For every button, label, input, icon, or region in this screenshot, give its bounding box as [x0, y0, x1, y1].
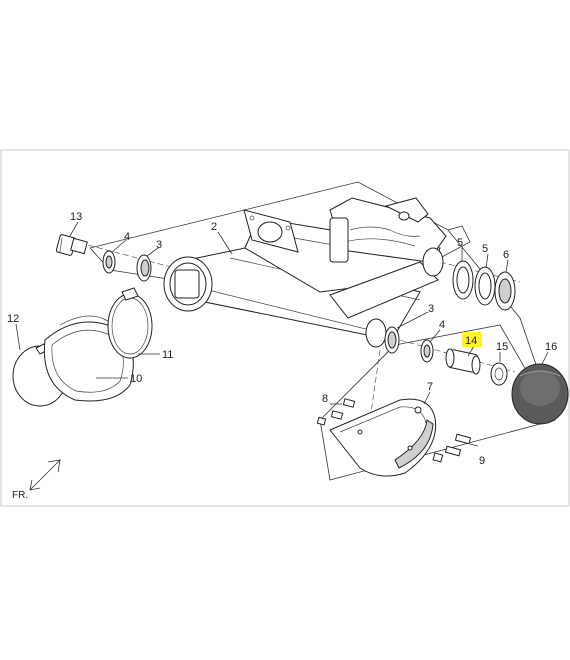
callout-4-right: 4: [439, 319, 445, 331]
callout-7: 7: [427, 381, 433, 393]
callout-11: 11: [162, 349, 173, 361]
part-3-bearing-right: [384, 326, 400, 354]
part-6-bearing-right: [494, 271, 516, 311]
callout-12: 12: [7, 313, 19, 325]
part-13-bolt: [55, 234, 88, 256]
part-5-ring-a: [452, 260, 474, 300]
callout-16: 16: [545, 341, 557, 353]
part-8-bolts: [316, 398, 356, 426]
part-3-bearing-left: [136, 254, 152, 282]
part-2-swing-arm: [163, 197, 447, 348]
callout-8: 8: [322, 393, 328, 405]
part-7-chain-guard: [329, 398, 437, 477]
part-11-clamp-ring: [107, 287, 153, 359]
assembly-outline-lower: [319, 324, 556, 481]
front-direction-indicator: FR.: [12, 459, 62, 501]
axis-line-1: [87, 244, 176, 269]
part-14-bushing: [445, 348, 481, 375]
front-label: FR.: [12, 490, 28, 501]
callout-5-b: 5: [482, 243, 488, 255]
part-5-ring-b: [474, 266, 496, 306]
diagram-frame: [0, 149, 570, 507]
leader-lines: [15, 221, 549, 447]
callout-9: 9: [479, 455, 485, 467]
callout-3-left: 3: [156, 239, 162, 251]
part-16-dust-cap: [511, 363, 569, 425]
callout-6: 6: [503, 249, 509, 261]
callout-2: 2: [211, 221, 217, 233]
callout-15: 15: [496, 341, 508, 353]
callout-14: 14: [465, 335, 477, 347]
callout-4-left: 4: [124, 231, 130, 243]
part-4-seal-left: [102, 250, 116, 274]
part-4-seal-right: [420, 339, 434, 363]
part-15-nut: [490, 362, 508, 386]
callout-5-a: 5: [457, 237, 463, 249]
highlight-part-14: [462, 332, 482, 347]
callout-13: 13: [70, 211, 82, 223]
part-9-bolts: [432, 433, 472, 463]
callout-10: 10: [130, 373, 142, 385]
callout-3-right: 3: [428, 303, 434, 315]
